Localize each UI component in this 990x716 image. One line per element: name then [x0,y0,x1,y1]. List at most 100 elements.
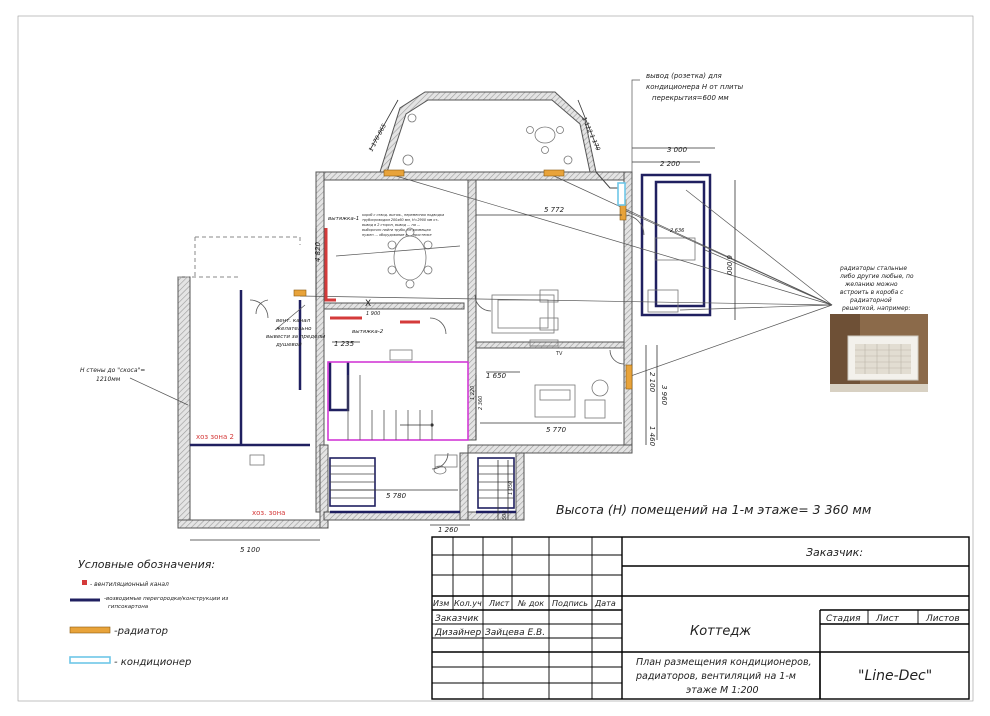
legend-partition-label-2: гипсокартона [108,604,149,610]
main-staircase [327,361,469,441]
svg-text:1 050: 1 050 [508,481,514,495]
radiators [293,169,633,390]
legend-partition-label: -возводимые перегородки/конструкции из [104,596,228,602]
svg-text:Изм: Изм [433,599,449,608]
small-note: короб с отвод. вытяж., переменная подвод… [362,213,444,237]
svg-text:1 220: 1 220 [470,386,476,400]
svg-text:1 260: 1 260 [438,526,459,534]
customer-label: Заказчик: [806,546,863,559]
svg-text:1 170 865: 1 170 865 [368,123,389,153]
svg-text:радиаторы стальные: радиаторы стальные [839,265,907,272]
svg-text:либо другие любые, по: либо другие любые, по [839,273,914,280]
svg-text:500: 500 [502,510,508,520]
svg-text:Дата: Дата [594,599,616,608]
tv-label: TV [555,351,563,357]
leader-lines [129,79,640,406]
svg-text:короб с отвод. вытяж., перемен: короб с отвод. вытяж., переменная подвод… [362,213,444,217]
x-mark: X [365,299,371,309]
lower-stairs [329,457,515,509]
dimension-lines [190,99,736,541]
legend-vent-swatch [82,580,87,585]
svg-text:2 636: 2 636 [670,228,684,234]
title-block-text: Заказчик: Изм Кол.уч Лист № док Подпись … [433,546,960,696]
designer-row: Дизайнер [434,628,481,638]
svg-text:5 780: 5 780 [386,492,407,500]
svg-text:2 100: 2 100 [648,372,656,393]
svg-text:желательно: желательно [275,326,312,332]
radiator-bay [383,169,405,177]
legend-title: Условные обозначения: [78,558,215,571]
svg-text:1 235: 1 235 [334,340,355,348]
wall-note: Н стены до "скоса"= 1210мм [80,367,145,383]
svg-text:1210мм: 1210мм [96,376,121,383]
svg-text:3 960: 3 960 [660,385,668,406]
legend-conditioner-label: - кондиционер [114,657,191,668]
radiator-photo [830,314,928,392]
legend-vent-label: - вентиляционный канал [90,581,169,588]
svg-text:радиаторной: радиаторной [849,297,892,304]
svg-text:6 000: 6 000 [725,255,733,276]
exterior-walls [177,91,633,529]
radiator-bedroom [625,364,633,390]
radiator-top-right [543,169,565,177]
svg-text:вывод (розетка) для: вывод (розетка) для [646,72,722,80]
project-name: Коттедж [690,624,751,639]
sheet-label: Лист [875,614,900,624]
svg-text:5 772: 5 772 [544,206,565,214]
svg-text:перекрытия=600 мм: перекрытия=600 мм [652,94,729,102]
svg-text:выборочно найти трубы, не разм: выборочно найти трубы, не размещая [362,228,431,232]
svg-text:№ док: № док [517,599,544,608]
svg-text:Кол.уч: Кол.уч [454,599,482,608]
svg-text:5 100: 5 100 [240,546,261,554]
svg-text:нужен ... оборудование в ... п: нужен ... оборудование в ... простенке [362,233,432,237]
stage-label: Стадия [826,614,861,624]
legend-radiator-label: -радиатор [114,626,168,637]
svg-text:Лист: Лист [488,599,510,608]
height-note: Высота (Н) помещений на 1-м этаже= 3 360… [556,502,871,517]
doors [249,214,645,470]
radiator-note: радиаторы стальные либо другие любые, по… [839,265,914,312]
svg-text:Н стены до "скоса"=: Н стены до "скоса"= [80,367,145,374]
legend-radiator-swatch [69,626,111,634]
legend: Условные обозначения: - вентиляционный к… [78,558,228,668]
company-name: "Line-Dec" [858,668,932,684]
radiator-left [293,289,307,297]
svg-text:1 650: 1 650 [486,372,507,380]
svg-text:решеткой, например:: решеткой, например: [841,305,910,312]
svg-text:вывести за пределы: вывести за пределы [266,334,326,340]
svg-text:3 000: 3 000 [667,146,688,154]
svg-text:4 820: 4 820 [314,241,322,262]
vent1-label: вытяжка-1 [328,216,359,222]
partitions [190,173,712,514]
description-line-3: этаже М 1:200 [686,685,759,696]
vent-channels [324,228,420,324]
svg-text:вент. канал: вент. канал [276,318,311,324]
svg-text:2 200: 2 200 [660,160,681,168]
sheet-frame [17,15,974,702]
description-line-2: радиаторов, вентиляций на 1-м [635,671,796,682]
description-line-1: План размещения кондиционеров, [636,657,812,668]
furniture [249,113,696,475]
zone1-label: хоз. зона [252,509,285,517]
svg-text:трубопроводом 200х60 мм, Н=290: трубопроводом 200х60 мм, Н=2900 мм от.. [362,218,440,222]
svg-text:1 460: 1 460 [648,426,656,447]
conditioner-unit [617,182,626,206]
svg-text:2 360: 2 360 [478,396,484,410]
svg-text:кондиционера Н от плиты: кондиционера Н от плиты [646,83,744,91]
sheets-label: Листов [925,614,960,624]
svg-text:встроить в короба с: встроить в короба с [840,289,904,296]
svg-text:душевой: душевой [275,342,302,348]
vent-note: вент. канал желательно вывести за предел… [266,318,326,348]
zone2-label: хоз зона 2 [196,433,234,441]
title-block [431,536,970,700]
legend-conditioner-swatch [69,656,111,664]
customer-row: Заказчик [435,614,479,624]
svg-text:5 770: 5 770 [546,426,567,434]
ac-note: вывод (розетка) для кондиционера Н от пл… [646,72,744,102]
svg-text:желанию можно: желанию можно [844,281,898,288]
vent2-label: вытяжка-2 [352,329,384,335]
svg-text:Подпись: Подпись [552,599,588,608]
svg-text:вывод в 2 сторон, вывод ... на: вывод в 2 сторон, вывод ... на ... [362,223,420,227]
designer-name: Зайцева Е.В. [485,628,545,638]
